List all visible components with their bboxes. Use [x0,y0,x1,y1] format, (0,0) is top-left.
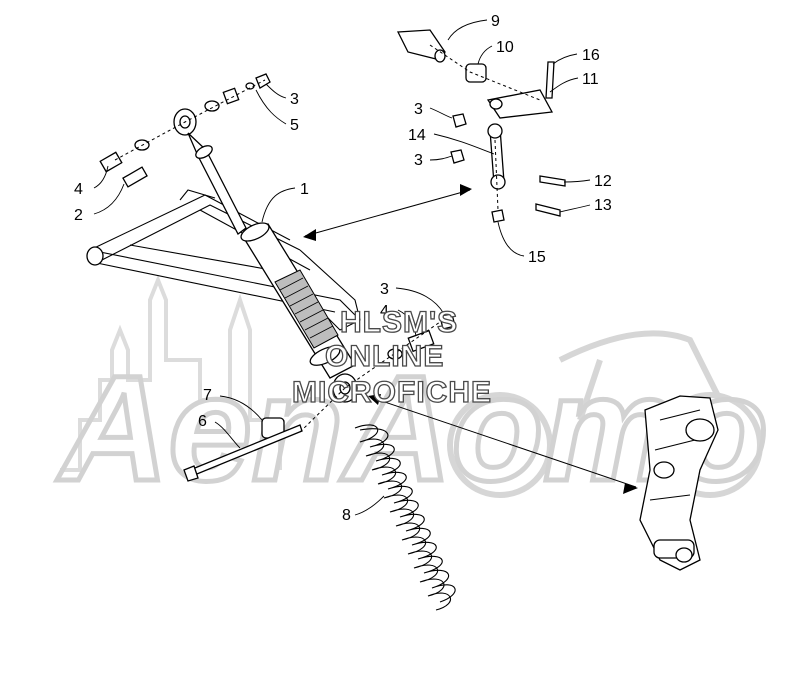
callout-12: 12 [594,173,612,190]
callout-3-upper: 3 [414,101,423,118]
callout-9: 9 [491,13,500,30]
callout-15: 15 [528,249,546,266]
reference-arrows [303,184,638,494]
watermark-text: HLSM'S ONLINE MICROFICHE [291,305,492,409]
callout-4-lower: 4 [380,303,389,320]
callout-16: 16 [582,47,600,64]
watermark-line-2: ONLINE [325,340,444,373]
callout-11: 11 [582,71,599,88]
callout-4-top: 4 [74,181,83,198]
callout-13: 13 [594,197,612,214]
callout-2: 2 [74,207,83,224]
spindle-bracket [639,395,719,571]
lower-hardware [183,313,456,482]
callout-3-top: 3 [290,91,299,108]
leader-lines [93,19,591,516]
callout-10: 10 [496,39,514,56]
watermark-line-3: MICROFICHE [292,376,492,409]
callout-14: 14 [408,127,426,144]
callout-3-middle: 3 [414,152,423,169]
callout-labels: 9 10 16 11 3 5 3 14 3 12 13 15 1 4 2 3 4… [74,13,612,524]
coil-spring [354,424,456,611]
callout-8: 8 [342,507,351,524]
callout-6: 6 [198,413,207,430]
shock-knurl [274,269,339,349]
callout-7: 7 [203,387,212,404]
callout-1: 1 [300,181,309,198]
callout-5: 5 [290,117,299,134]
top-hardware [99,73,271,188]
watermark-line-1: HLSM'S [340,306,458,339]
linkage-assembly [396,29,566,223]
callout-3-lower: 3 [380,281,389,298]
